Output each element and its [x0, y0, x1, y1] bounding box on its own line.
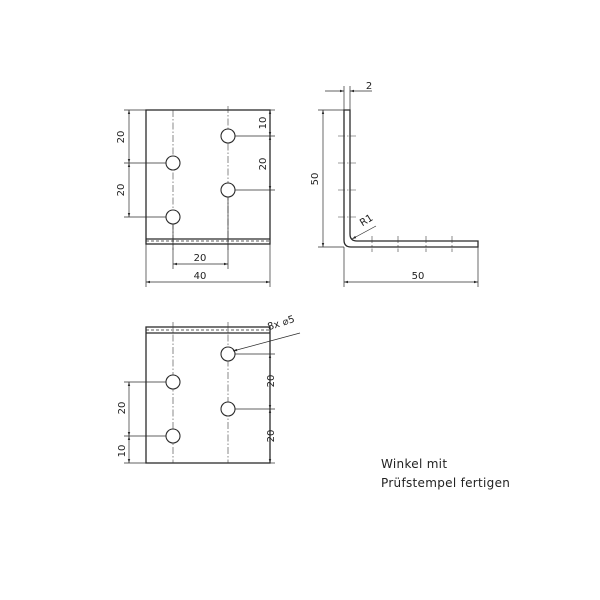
- side-dim-radius-leader: [351, 225, 377, 240]
- bottom-dim-right-upper: 20: [266, 375, 277, 388]
- note-line-2: Prüfstempel fertigen: [381, 476, 510, 490]
- side-dim-radius: R1: [358, 213, 375, 229]
- side-view: 2 50 R1 50: [310, 81, 479, 287]
- bottom-dim-left-lower: 10: [117, 445, 128, 458]
- front-hole-top-right: [220, 128, 236, 144]
- hole-callout-leader: [232, 332, 301, 352]
- front-hole-bottom-left: [165, 209, 181, 225]
- front-dim-left-upper: 20: [116, 131, 127, 144]
- front-dim-left-lower: 20: [116, 184, 127, 197]
- front-dim-bottom-inner: 20: [194, 253, 207, 264]
- bottom-hole-mid-left: [165, 374, 181, 390]
- side-dim-height: 50: [310, 173, 321, 186]
- front-dim-right-top: 10: [258, 117, 269, 130]
- front-hole-mid-left: [165, 155, 181, 171]
- drawing-note: Winkel mit Prüfstempel fertigen: [381, 457, 510, 490]
- bottom-view: 8x ⌀5 20 10 20 20: [117, 314, 301, 464]
- hole-callout: 8x ⌀5: [266, 314, 296, 333]
- bottom-view-outline: [145, 326, 271, 464]
- note-line-1: Winkel mit: [381, 457, 447, 471]
- front-view: 20 20 10 20 20 40: [116, 106, 275, 287]
- front-hole-mid-right: [220, 182, 236, 198]
- bottom-hole-top-right: [220, 346, 236, 362]
- side-dim-thickness: 2: [366, 81, 372, 92]
- bottom-hole-bottom-left: [165, 428, 181, 444]
- side-dim-length: 50: [412, 271, 425, 282]
- front-view-outline: [145, 109, 271, 245]
- side-view-profile: [343, 109, 479, 248]
- front-dim-bottom-overall: 40: [194, 271, 207, 282]
- bottom-dim-right-lower: 20: [266, 430, 277, 443]
- front-dim-right-mid: 20: [258, 158, 269, 171]
- bottom-hole-mid-right: [220, 401, 236, 417]
- bottom-dim-left-upper: 20: [117, 402, 128, 415]
